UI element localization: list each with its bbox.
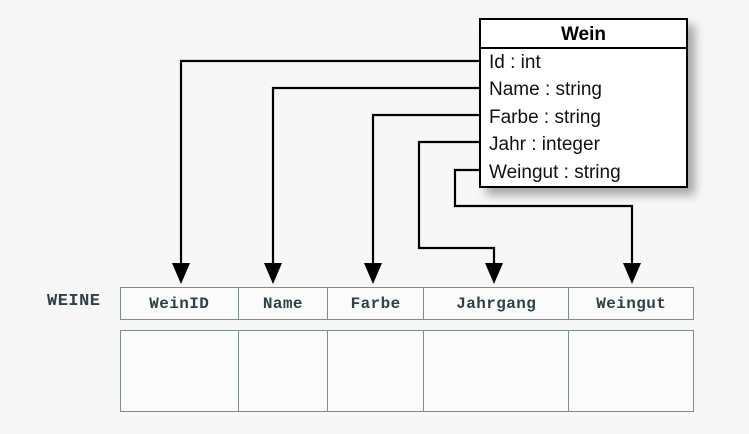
- uml-attribute-id: Id : int: [489, 52, 541, 73]
- table-cell-name[interactable]: [239, 331, 329, 411]
- column-header-weinid[interactable]: WeinID: [121, 288, 239, 319]
- column-header-jahrgang[interactable]: Jahrgang: [424, 288, 570, 319]
- arrowhead-weinid: [172, 263, 190, 284]
- arrowheads: [172, 263, 641, 284]
- column-header-weingut[interactable]: Weingut: [596, 294, 667, 313]
- arrowhead-weingut: [623, 263, 641, 284]
- table-name-label: WEINE: [47, 292, 101, 311]
- table-cell-weinid[interactable]: [121, 331, 239, 411]
- connector-farbe-to-farbe: [371, 113, 479, 264]
- uml-class-wein[interactable]: Wein Id : int Name : string Farbe : stri…: [479, 18, 688, 188]
- arrowhead-jahrgang: [485, 263, 503, 284]
- uml-attribute-name: Name : string: [489, 79, 602, 101]
- table-cell-jahrgang[interactable]: [424, 331, 570, 411]
- column-header-name[interactable]: Name: [239, 288, 329, 319]
- table-cell-farbe[interactable]: [328, 331, 424, 411]
- table-header-row: WeinID Name Farbe Jahrgang Weingut: [120, 287, 694, 320]
- connector-id-to-weinid: [179, 59, 479, 264]
- uml-attribute-jahr: Jahr : integer: [489, 134, 600, 156]
- uml-class-title: Wein: [481, 20, 686, 49]
- connector-name-to-name: [271, 86, 479, 264]
- arrowhead-name: [264, 263, 282, 284]
- uml-attribute-farbe: Farbe : string: [489, 106, 601, 128]
- uml-attribute-weingut: Weingut : string: [489, 161, 621, 183]
- column-header-farbe[interactable]: Farbe: [328, 288, 424, 319]
- arrowhead-farbe: [364, 263, 382, 284]
- table-cell-weingut[interactable]: [569, 331, 693, 411]
- table-row: [120, 330, 694, 412]
- uml-attribute-list: Id : int Name : string Farbe : string Ja…: [481, 49, 686, 186]
